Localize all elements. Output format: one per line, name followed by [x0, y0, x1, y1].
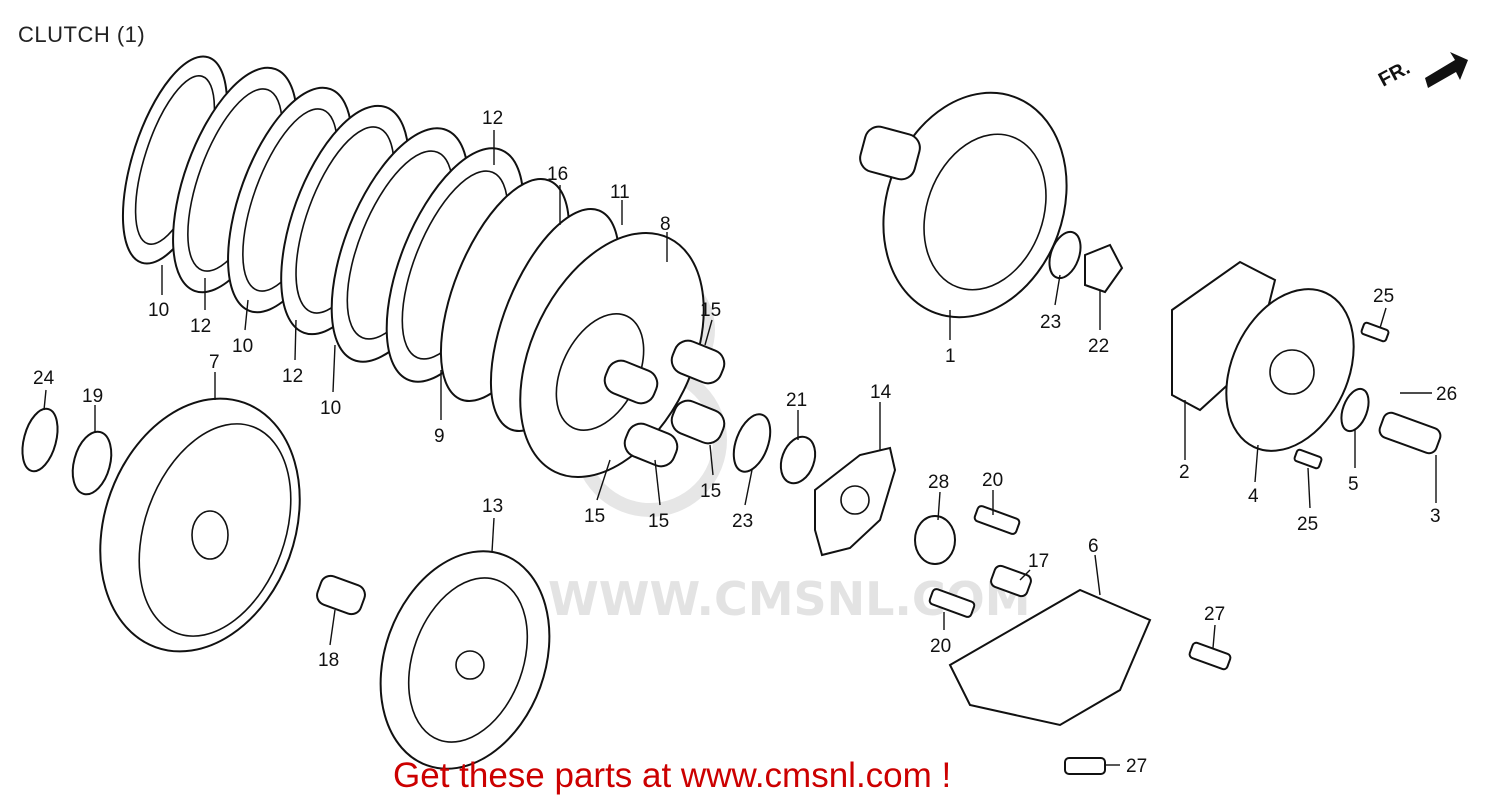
bearing-28 — [914, 515, 956, 565]
callout-5: 5 — [1348, 474, 1359, 495]
callout-27-a: 27 — [1204, 604, 1225, 625]
callout-28: 28 — [928, 472, 949, 493]
front-arrow-icon — [1425, 52, 1468, 88]
callout-20-b: 20 — [930, 636, 951, 657]
callout-23-a: 23 — [732, 511, 753, 532]
callout-13: 13 — [482, 496, 503, 517]
callout-21: 21 — [786, 390, 807, 411]
washer-23-left — [732, 413, 772, 473]
pin-17 — [990, 564, 1032, 598]
screw-25-lower — [1293, 448, 1323, 470]
callout-20-a: 20 — [982, 470, 1003, 491]
callout-22: 22 — [1088, 336, 1109, 357]
callout-3: 3 — [1430, 506, 1441, 527]
primary-gear-1 — [859, 91, 1068, 319]
callout-labels: 10 12 10 12 10 12 9 16 11 8 15 15 15 15 … — [33, 108, 1457, 777]
leader-lines — [43, 130, 1437, 766]
oil-guide-6 — [948, 588, 1152, 727]
washer-5 — [1340, 387, 1370, 433]
cover-4 — [1225, 288, 1355, 452]
callout-23-b: 23 — [1040, 312, 1061, 333]
callout-18: 18 — [318, 650, 339, 671]
bolt-20-upper — [973, 505, 1021, 535]
callout-15-d: 15 — [648, 511, 669, 532]
outer-clutch — [99, 397, 301, 653]
lock-washer-24 — [21, 407, 59, 473]
washer-23-right — [1048, 230, 1082, 280]
callout-19: 19 — [82, 386, 103, 407]
callout-8: 8 — [660, 214, 671, 235]
callout-12-a: 12 — [190, 316, 211, 337]
callout-15-b: 15 — [700, 481, 721, 502]
lifter-plate-14 — [814, 446, 897, 557]
lock-plate-22 — [1084, 243, 1124, 294]
callout-6: 6 — [1088, 536, 1099, 557]
callout-15-a: 15 — [700, 300, 721, 321]
callout-10-b: 10 — [232, 336, 253, 357]
callout-9: 9 — [434, 426, 445, 447]
callout-14: 14 — [870, 382, 892, 403]
callout-7: 7 — [209, 352, 220, 373]
center-clutch — [379, 550, 551, 770]
diagram-title: CLUTCH (1) — [18, 22, 146, 47]
callout-25-b: 25 — [1297, 514, 1318, 535]
callout-17: 17 — [1028, 551, 1049, 572]
callout-15-c: 15 — [584, 506, 605, 527]
pressure-plate — [519, 232, 705, 478]
bolt-27-lower — [1064, 757, 1106, 775]
lifter-21 — [779, 435, 817, 485]
callout-12-b: 12 — [282, 366, 303, 387]
callout-2: 2 — [1179, 462, 1190, 483]
callout-24: 24 — [33, 368, 55, 389]
clutch-springs — [603, 339, 726, 468]
callout-11: 11 — [610, 182, 630, 203]
washer-19 — [71, 430, 113, 496]
shaft-3 — [1378, 411, 1442, 455]
bolt-27-upper — [1188, 641, 1232, 671]
callout-27-b: 27 — [1126, 756, 1147, 777]
callout-4: 4 — [1248, 486, 1259, 507]
callout-10-c: 10 — [320, 398, 341, 419]
callout-25-a: 25 — [1373, 286, 1394, 307]
callout-12-c: 12 — [482, 108, 503, 129]
screw-25-upper — [1360, 321, 1390, 343]
callout-10-a: 10 — [148, 300, 169, 321]
callout-16: 16 — [547, 164, 568, 185]
callout-1: 1 — [945, 346, 956, 367]
bolt-20-lower — [928, 588, 976, 618]
callout-26: 26 — [1436, 384, 1457, 405]
collar-18 — [316, 574, 366, 616]
promo-link[interactable]: Get these parts at www.cmsnl.com ! — [393, 756, 952, 795]
